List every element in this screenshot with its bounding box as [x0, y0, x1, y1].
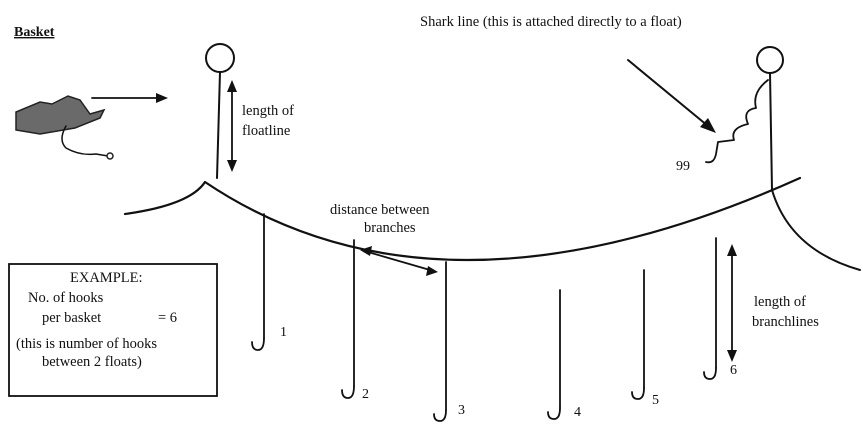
example-heading: EXAMPLE:	[70, 270, 143, 286]
hook-number-2: 2	[362, 387, 369, 402]
example-line-2: per basket	[42, 310, 101, 326]
mainline	[123, 176, 802, 262]
floatline-label-2: floatline	[242, 123, 290, 139]
example-box: EXAMPLE: No. of hooks per basket = 6 (th…	[8, 263, 218, 397]
mainline-right-curve	[771, 189, 861, 271]
example-equals: = 6	[158, 310, 177, 326]
floatline-label-1: length of	[242, 103, 294, 119]
basket-title: Basket	[14, 25, 55, 40]
shark-hook-number: 99	[676, 159, 690, 174]
branchline-1	[251, 213, 265, 351]
shark-line-arrow	[627, 59, 716, 133]
float-right	[756, 46, 784, 74]
example-note-2: between 2 floats)	[42, 354, 142, 370]
hook-number-1: 1	[280, 325, 287, 340]
branchline-4	[547, 289, 561, 420]
floatline-left	[216, 71, 221, 179]
shark-line-label: Shark line (this is attached directly to…	[420, 14, 682, 30]
floatline-length-arrow	[227, 80, 237, 172]
hook-number-3: 3	[458, 403, 465, 418]
distance-arrow	[360, 246, 438, 276]
float-left	[205, 43, 235, 73]
distance-label-1: distance between	[330, 202, 430, 218]
hook-number-6: 6	[730, 363, 737, 378]
boat-icon	[15, 95, 114, 160]
direction-arrow	[91, 93, 168, 103]
distance-label-2: branches	[364, 220, 416, 236]
hook-number-4: 4	[574, 405, 581, 420]
branchline-2	[341, 239, 355, 399]
branchline-5	[631, 269, 645, 400]
hook-number-5: 5	[652, 393, 659, 408]
branchline-3	[433, 261, 447, 422]
branchline-label-1: length of	[754, 294, 806, 310]
branchline-6	[703, 237, 717, 380]
example-line-1: No. of hooks	[28, 290, 104, 306]
branchline-length-arrow	[727, 244, 737, 362]
shark-line	[705, 79, 769, 164]
example-note-1: (this is number of hooks	[16, 336, 157, 352]
floatline-right	[769, 72, 773, 191]
branchline-label-2: branchlines	[752, 314, 819, 330]
